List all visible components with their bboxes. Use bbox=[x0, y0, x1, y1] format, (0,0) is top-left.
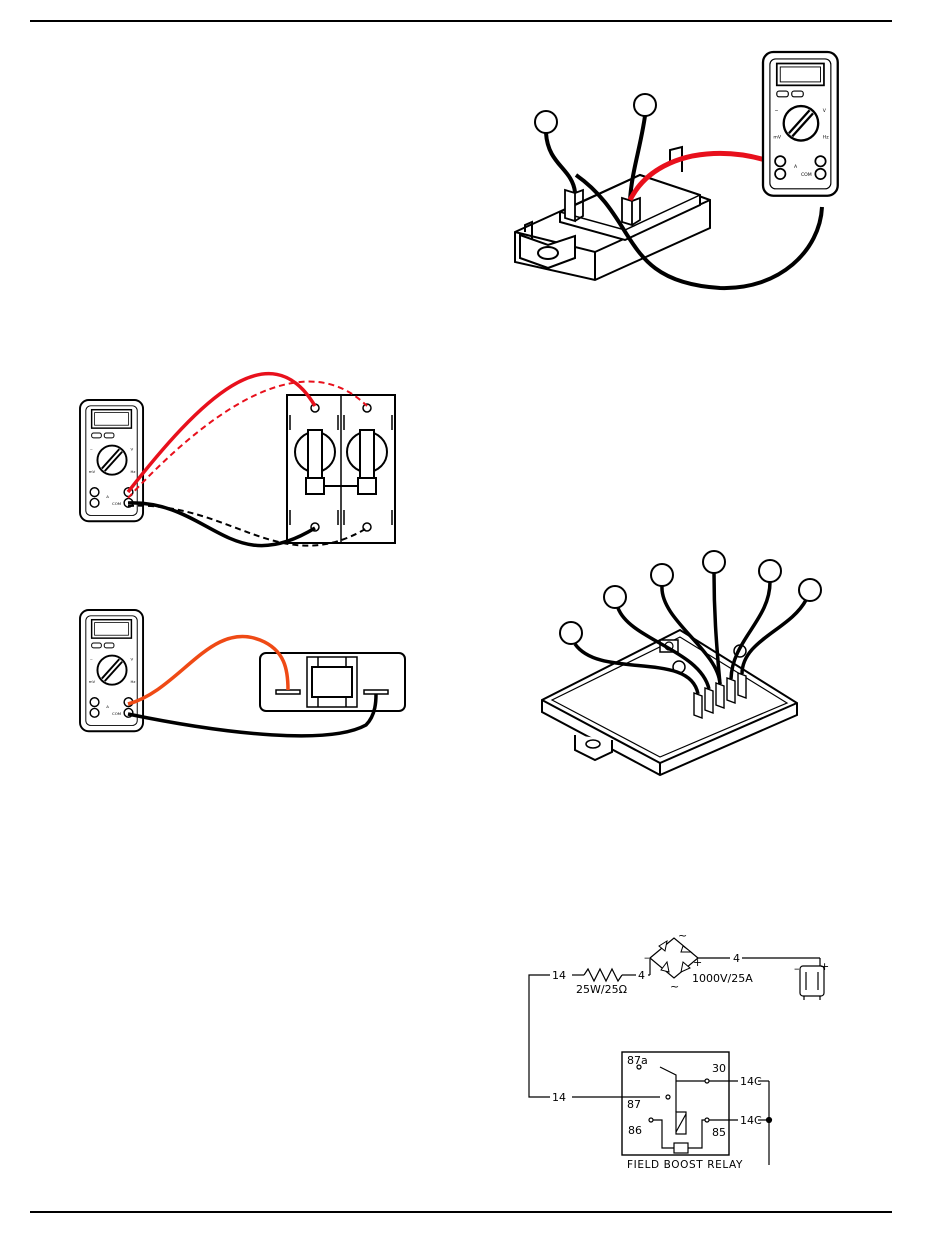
wire-label-14c-bottom: 14C bbox=[740, 1114, 762, 1127]
wire-label-14-bottom: 14 bbox=[552, 1091, 566, 1104]
callout-circle bbox=[703, 551, 725, 573]
stator-plus-mark: + bbox=[820, 960, 829, 973]
field-boost-schematic bbox=[529, 938, 824, 1165]
bridge-ac-top-mark: ~ bbox=[678, 929, 687, 942]
stator-minus-mark: – bbox=[794, 962, 800, 975]
wire-label-14-top: 14 bbox=[552, 969, 566, 982]
resistor-rating: 25W/25Ω bbox=[576, 983, 627, 996]
relay-terminal-86: 86 bbox=[628, 1124, 642, 1137]
bridge-plus-mark: + bbox=[693, 956, 702, 969]
wire-label-14c-top: 14C bbox=[740, 1075, 762, 1088]
relay-terminal-87a: 87a bbox=[627, 1054, 648, 1067]
callout-circle bbox=[799, 579, 821, 601]
bridge-minus-mark: – bbox=[644, 951, 650, 964]
callout-circle bbox=[759, 560, 781, 582]
schematic-labels: 14 14 4 4 25W/25Ω 1000V/25A ~ ~ – + – + … bbox=[552, 929, 829, 1171]
multimeter-icon bbox=[80, 610, 143, 731]
multimeter-icon bbox=[763, 52, 838, 196]
circuit-breaker-icon bbox=[287, 395, 395, 543]
bridge-ac-bottom-mark: ~ bbox=[670, 980, 679, 993]
test-lead-black bbox=[546, 133, 575, 192]
relay-title: FIELD BOOST RELAY bbox=[627, 1159, 743, 1171]
wire-label-4-resistor: 4 bbox=[638, 969, 645, 982]
relay-terminal-87: 87 bbox=[627, 1098, 641, 1111]
callout-circle bbox=[535, 111, 557, 133]
callout-circle bbox=[634, 94, 656, 116]
callout-circle bbox=[651, 564, 673, 586]
wire-label-4-bridge: 4 bbox=[733, 952, 740, 965]
relay-terminal-85: 85 bbox=[712, 1126, 726, 1139]
callout-circle bbox=[560, 622, 582, 644]
relay-terminal-30: 30 bbox=[712, 1062, 726, 1075]
regulator-lead bbox=[742, 600, 806, 674]
bridge-rating: 1000V/25A bbox=[692, 972, 753, 985]
callout-circle bbox=[604, 586, 626, 608]
